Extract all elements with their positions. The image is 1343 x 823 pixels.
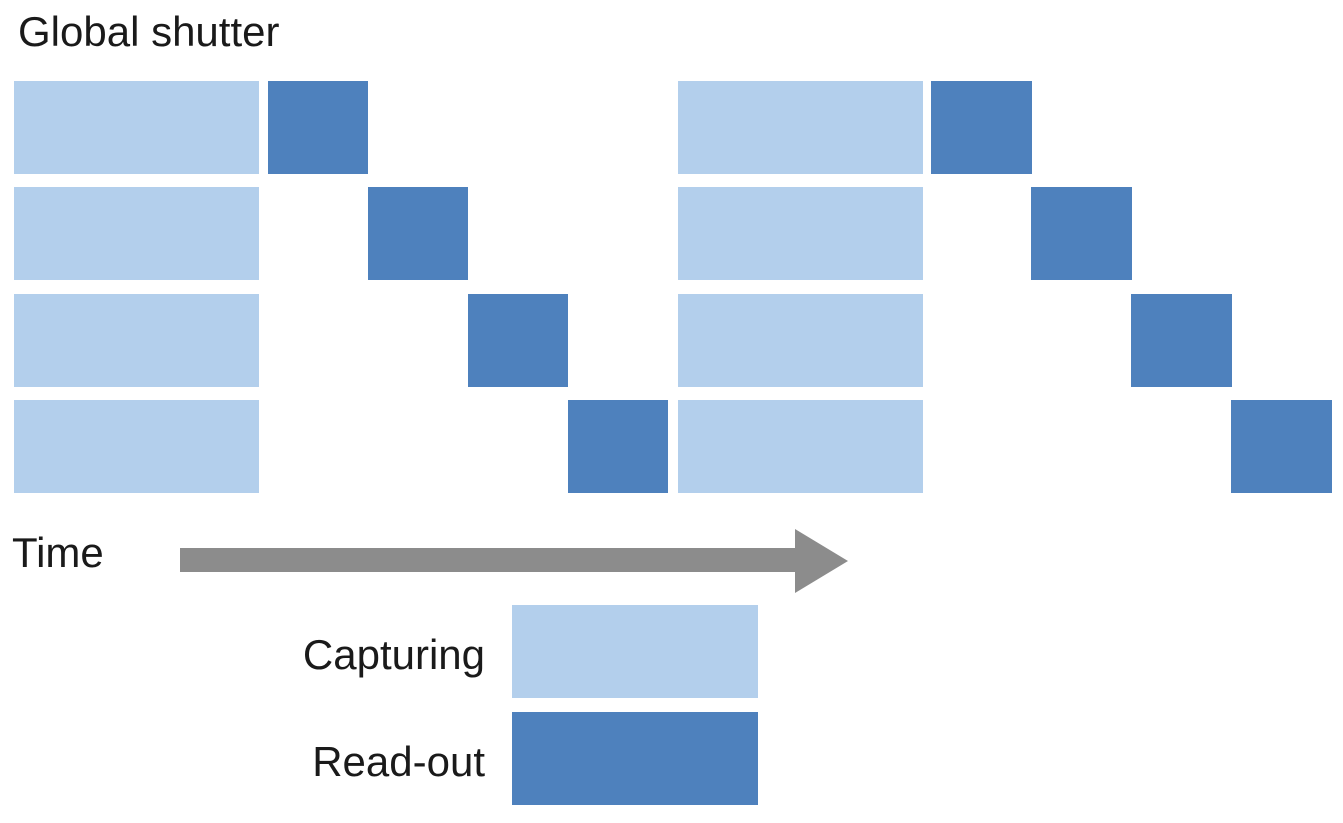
timing-bar-read-out-row3-cycle1: [468, 294, 568, 387]
timing-bar-read-out-row4-cycle1: [568, 400, 668, 493]
timing-bar-read-out-row4-cycle2: [1231, 400, 1332, 493]
timing-bar-capturing-row2-cycle2: [678, 187, 923, 280]
legend-label-capturing: Capturing: [302, 631, 485, 678]
timing-bar-capturing-row1-cycle2: [678, 81, 923, 174]
timing-bar-capturing-row1-cycle1: [14, 81, 259, 174]
timing-bar-read-out-row2-cycle1: [368, 187, 468, 280]
timing-bar-read-out-row1-cycle2: [931, 81, 1032, 174]
timing-bar-capturing-row3-cycle2: [678, 294, 923, 387]
timing-bar-capturing-row4-cycle2: [678, 400, 923, 493]
timing-bar-read-out-row3-cycle2: [1131, 294, 1232, 387]
timing-bar-capturing-row2-cycle1: [14, 187, 259, 280]
page-title: Global shutter: [18, 8, 280, 55]
timing-bar-capturing-row3-cycle1: [14, 294, 259, 387]
timing-bar-capturing-row4-cycle1: [14, 400, 259, 493]
time-arrow-icon: [180, 529, 848, 593]
timing-bar-read-out-row1-cycle1: [268, 81, 368, 174]
legend-swatch-capturing: [512, 605, 758, 698]
timing-bar-read-out-row2-cycle2: [1031, 187, 1132, 280]
legend-swatch-readout: [512, 712, 758, 805]
time-axis-label: Time: [12, 529, 104, 576]
legend-label-readout: Read-out: [312, 738, 485, 785]
